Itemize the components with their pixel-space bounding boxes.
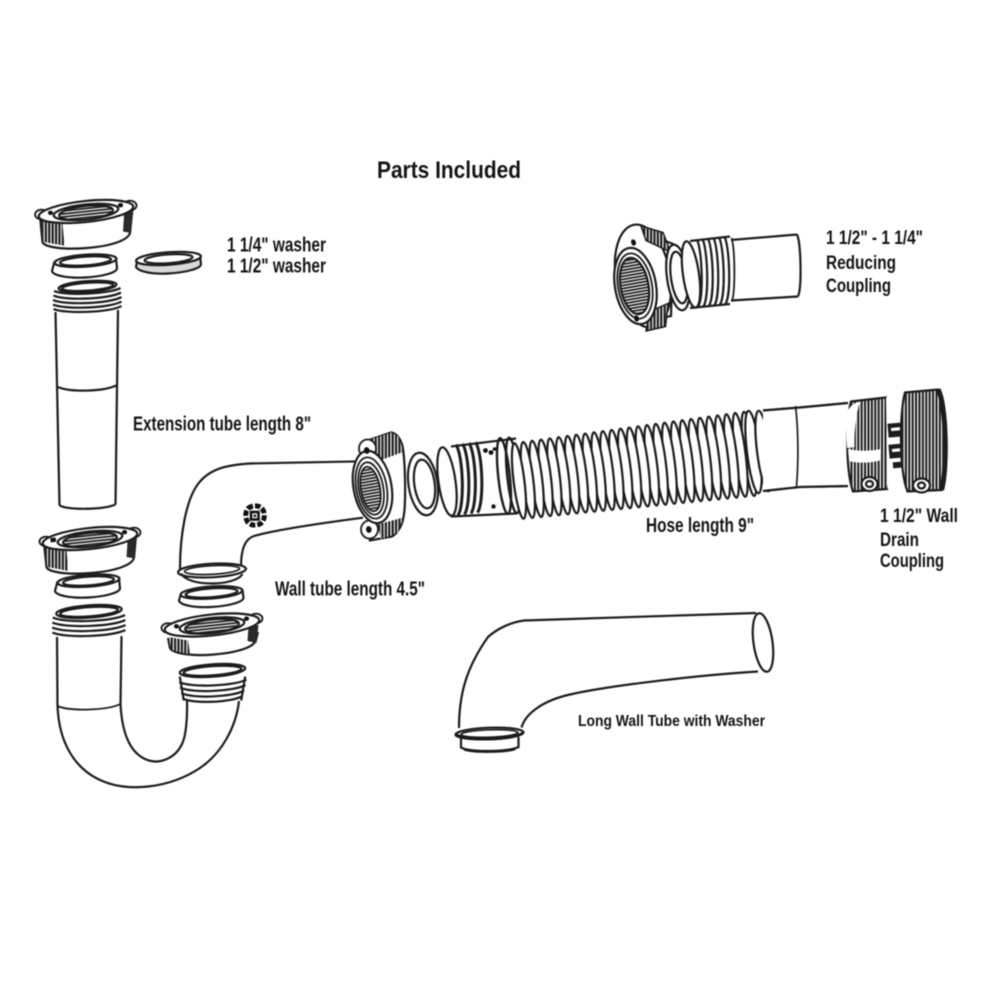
svg-text:1 1/2" Wall: 1 1/2" Wall [880,506,958,527]
svg-text:Wall tube length 4.5": Wall tube length 4.5" [275,579,425,601]
svg-text:Parts Included: Parts Included [377,157,521,184]
svg-text:1 1/2" washer: 1 1/2" washer [227,256,326,278]
svg-text:1 1/4" washer: 1 1/4" washer [227,235,326,257]
svg-text:Hose length 9": Hose length 9" [646,515,754,537]
svg-text:Extension tube length 8": Extension tube length 8" [133,414,311,436]
svg-text:Coupling: Coupling [880,551,944,572]
svg-text:Reducing: Reducing [826,253,896,274]
svg-text:1 1/2" - 1 1/4": 1 1/2" - 1 1/4" [826,228,923,249]
svg-text:Long Wall Tube with Washer: Long Wall Tube with Washer [578,713,765,730]
svg-text:Drain: Drain [880,530,919,551]
svg-text:Coupling: Coupling [826,276,891,297]
